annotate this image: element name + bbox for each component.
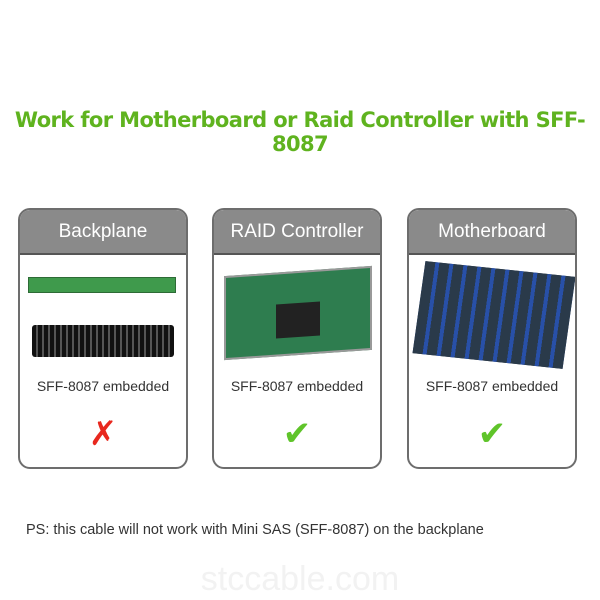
check-icon: ✔ [477,414,507,454]
motherboard-board [412,261,575,369]
page-title: Work for Motherboard or Raid Controller … [14,108,586,156]
raid-card [224,265,372,361]
server-chassis [32,325,174,357]
watermark: stccable.com [200,560,400,598]
raid-chip [276,301,320,339]
card-label: SFF-8087 embedded [425,378,559,394]
backplane-pcb [28,277,176,293]
card-raid-controller: RAID Controller SFF-8087 embedded ✔ [212,208,382,469]
card-backplane: Backplane SFF-8087 embedded ✗ [18,208,188,469]
card-header: Backplane [20,210,186,255]
card-label: SFF-8087 embedded [36,378,170,394]
raid-controller-image [214,255,380,375]
card-motherboard: Motherboard SFF-8087 embedded ✔ [407,208,577,469]
card-header: Motherboard [409,210,575,255]
cross-icon: ✗ [88,414,118,454]
backplane-image [20,255,186,375]
check-icon: ✔ [282,414,312,454]
note-text: PS: this cable will not work with Mini S… [26,522,484,538]
card-header: RAID Controller [214,210,380,255]
card-label: SFF-8087 embedded [230,378,364,394]
motherboard-image [409,255,575,375]
